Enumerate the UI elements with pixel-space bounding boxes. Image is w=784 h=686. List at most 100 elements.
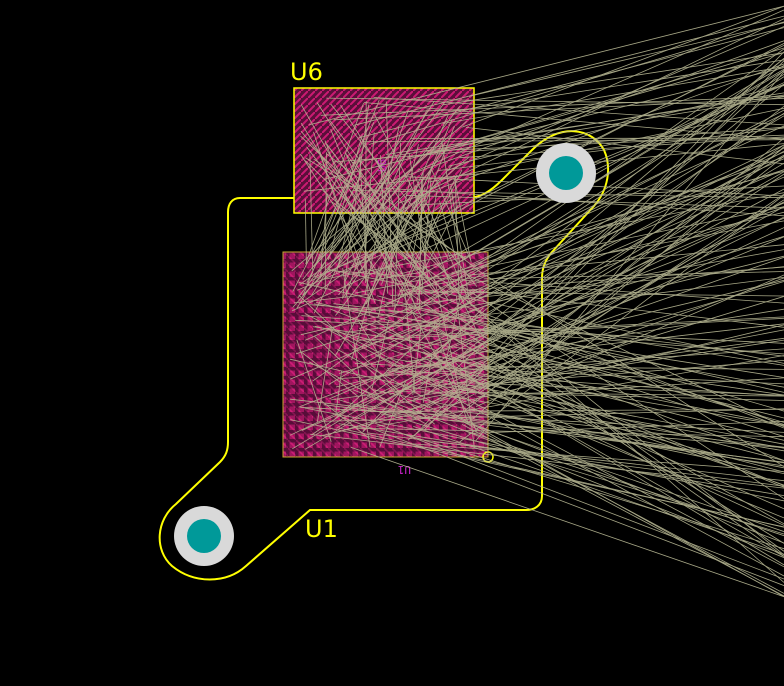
- ratsnest-line: [337, 349, 784, 597]
- ratsnest-line: [428, 57, 784, 358]
- ratsnest-line: [308, 361, 427, 425]
- ratsnest-line: [292, 154, 784, 450]
- ratsnest-line: [298, 294, 401, 394]
- ratsnest-line: [320, 95, 784, 116]
- ratsnest-line: [407, 96, 784, 158]
- ratsnest-line: [472, 216, 784, 371]
- ratsnest-line: [368, 21, 784, 145]
- ratsnest-line: [372, 389, 784, 474]
- ratsnest-line: [433, 307, 484, 358]
- ratsnest-line: [460, 285, 784, 500]
- ratsnest-line: [351, 266, 380, 361]
- ratsnest-line: [359, 154, 370, 316]
- ratsnest-line: [414, 68, 784, 289]
- ratsnest-line: [369, 408, 784, 412]
- ratsnest-line: [304, 160, 419, 271]
- ratsnest-line: [456, 288, 481, 339]
- ratsnest-line: [345, 152, 393, 266]
- ratsnest-line: [330, 330, 463, 399]
- ratsnest-line: [441, 394, 784, 452]
- ratsnest-line: [333, 97, 784, 121]
- ratsnest-line: [311, 136, 444, 269]
- ratsnest-line: [413, 59, 784, 118]
- ratsnest-line: [340, 104, 465, 303]
- ratsnest-line: [407, 204, 459, 302]
- ratsnest-line: [478, 199, 784, 394]
- u6-courtyard: [293, 87, 475, 214]
- ratsnest-line: [353, 15, 784, 126]
- ratsnest-line: [386, 369, 784, 445]
- ratsnest-line: [299, 185, 437, 285]
- ratsnest-line: [407, 370, 784, 397]
- ratsnest-line: [362, 326, 784, 510]
- ratsnest-line: [373, 113, 449, 260]
- ratsnest-line: [434, 393, 475, 416]
- ratsnest-line: [296, 339, 332, 442]
- ratsnest-line: [416, 189, 438, 303]
- ratsnest-line: [292, 156, 362, 292]
- ratsnest-line: [439, 200, 457, 262]
- ratsnest-line: [318, 152, 376, 303]
- ratsnest-line: [462, 421, 784, 594]
- ratsnest-line: [367, 73, 784, 343]
- ratsnest-line: [331, 337, 784, 401]
- ratsnest-line: [461, 211, 784, 287]
- ratsnest-line: [342, 267, 371, 448]
- ratsnest-line: [446, 354, 481, 387]
- ratsnest-line: [447, 26, 784, 172]
- ratsnest-line: [409, 170, 432, 268]
- ratsnest-line: [374, 144, 784, 339]
- ratsnest-line: [421, 178, 432, 295]
- ratsnest-line: [434, 278, 461, 394]
- ratsnest-line: [398, 63, 784, 204]
- ratsnest-line: [298, 281, 784, 393]
- ratsnest-line: [313, 326, 784, 396]
- ratsnest-line: [451, 169, 784, 274]
- ratsnest-line: [406, 176, 784, 197]
- ratsnest-line: [375, 113, 449, 280]
- ratsnest-line: [426, 206, 784, 409]
- ratsnest-line: [320, 400, 370, 440]
- ratsnest-line: [408, 152, 429, 279]
- ratsnest-line: [422, 356, 433, 403]
- ratsnest-line: [455, 295, 475, 446]
- ratsnest-line: [304, 198, 307, 265]
- ratsnest-line: [446, 76, 784, 298]
- ratsnest-line: [302, 187, 412, 295]
- ratsnest-line: [459, 194, 784, 443]
- ratsnest-line: [300, 104, 422, 317]
- ratsnest-line: [469, 22, 784, 97]
- ratsnest-line: [483, 271, 784, 280]
- ratsnest-line: [324, 152, 327, 290]
- ratsnest-line: [469, 113, 784, 266]
- ratsnest-line: [437, 127, 784, 171]
- ratsnest-line: [375, 354, 784, 577]
- ratsnest-line: [339, 427, 784, 528]
- ratsnest-line: [338, 165, 453, 296]
- ratsnest-line: [300, 298, 453, 336]
- mounting-hole-top-right[interactable]: [536, 143, 596, 203]
- ratsnest-line: [460, 314, 784, 425]
- ratsnest-line: [330, 308, 784, 488]
- ratsnest-line: [422, 356, 784, 526]
- ratsnest-line: [323, 192, 784, 280]
- ratsnest-line: [450, 327, 784, 423]
- ratsnest-line: [334, 266, 387, 357]
- ratsnest-line: [344, 109, 428, 283]
- mounting-hole-bottom-left[interactable]: [174, 506, 234, 566]
- ratsnest-line: [379, 272, 420, 280]
- ratsnest-line: [405, 194, 784, 209]
- ratsnest-line: [313, 165, 389, 314]
- ratsnest-line: [354, 363, 784, 385]
- ratsnest-line: [431, 150, 784, 344]
- u1-refdes: U1: [305, 515, 338, 543]
- ratsnest-line: [351, 92, 784, 164]
- ratsnest-line: [335, 370, 342, 413]
- ratsnest-line: [433, 322, 469, 423]
- ratsnest-line: [311, 112, 784, 436]
- ratsnest-line: [362, 364, 435, 425]
- ratsnest-line: [420, 185, 784, 206]
- ratsnest-line: [304, 313, 784, 568]
- ratsnest-line: [364, 125, 400, 295]
